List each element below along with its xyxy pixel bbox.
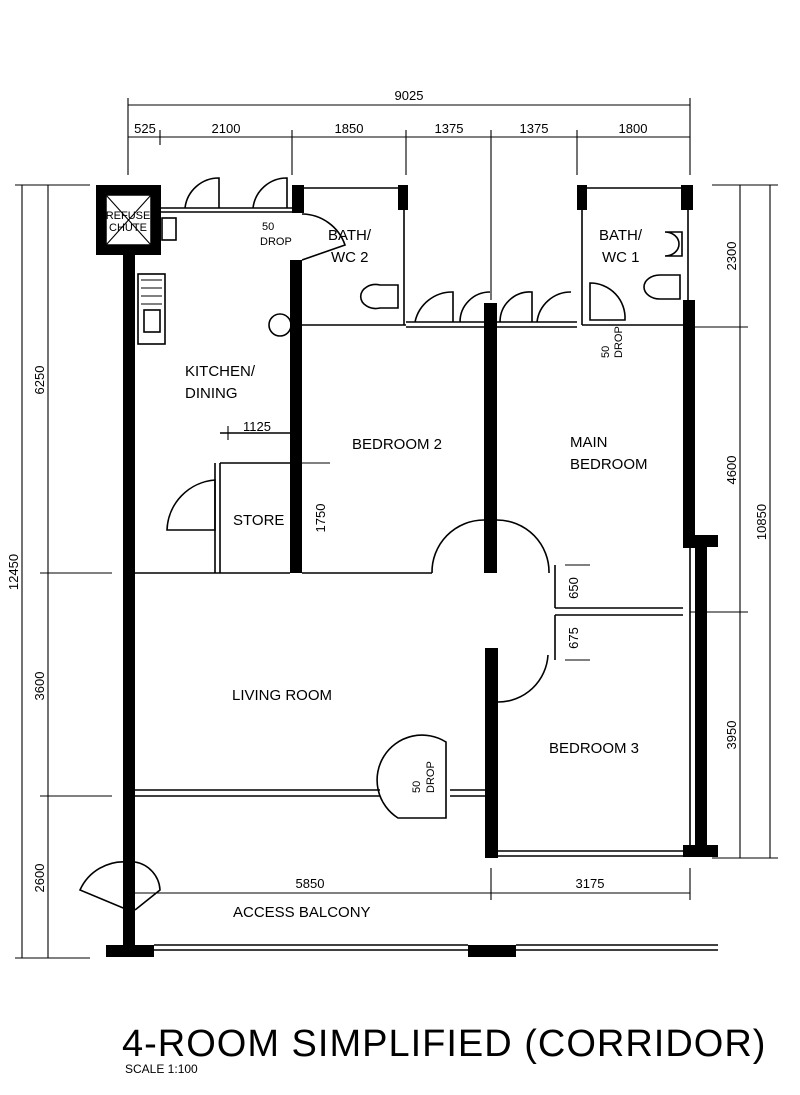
- store-label: STORE: [233, 512, 284, 529]
- dim-left-seg-3: 2600: [32, 864, 47, 893]
- dim-store-depth: 1750: [313, 504, 328, 533]
- dim-store-width: 1125: [243, 419, 271, 434]
- refuse-label-2: CHUTE: [109, 222, 147, 234]
- bath2-label-2: WC 2: [331, 249, 369, 266]
- drop-markers: 50 DROP 50 DROP 50 DROP: [260, 221, 625, 793]
- bath1-label-2: WC 1: [602, 249, 640, 266]
- main-bedroom-label-1: MAIN: [570, 434, 608, 451]
- bedroom2-label: BEDROOM 2: [352, 436, 442, 453]
- kitchen-label-1: KITCHEN/: [185, 363, 256, 380]
- dim-right-seg-3: 3950: [724, 721, 739, 750]
- dim-left-seg-1: 6250: [32, 366, 47, 395]
- dim-bottom-seg-2: 3175: [576, 876, 605, 891]
- dim-corridor-upper: 650: [566, 577, 581, 599]
- top-dimensions: 9025 525 2100 1850 1375 1375 1800: [127, 88, 691, 300]
- bath1-label-1: BATH/: [599, 227, 643, 244]
- dim-top-seg-1: 525: [134, 121, 156, 136]
- dim-right-seg-1: 2300: [724, 242, 739, 271]
- dim-left-seg-2: 3600: [32, 672, 47, 701]
- bottom-dimensions: 5850 3175: [128, 868, 691, 900]
- bath1-drop-text: DROP: [613, 326, 625, 358]
- plan-scale: SCALE 1:100: [125, 1062, 198, 1076]
- bedroom3-label: BEDROOM 3: [549, 740, 639, 757]
- structural-walls: [96, 185, 718, 957]
- dim-top-seg-5: 1375: [520, 121, 549, 136]
- dim-right-total: 10850: [754, 504, 769, 540]
- dim-corridor-lower: 675: [566, 627, 581, 649]
- refuse-label-1: REFUSE: [106, 210, 151, 222]
- dim-top-total: 9025: [395, 88, 424, 103]
- living-drop-value: 50: [411, 781, 423, 793]
- dim-top-seg-3: 1850: [335, 121, 364, 136]
- dim-top-seg-2: 2100: [212, 121, 241, 136]
- refuse-chute: REFUSE CHUTE: [106, 210, 151, 234]
- bath1-drop-value: 50: [600, 346, 612, 358]
- dim-left-total: 12450: [6, 554, 21, 590]
- kitchen-label-2: DINING: [185, 385, 238, 402]
- bath2-label-1: BATH/: [328, 227, 372, 244]
- living-room-label: LIVING ROOM: [232, 687, 332, 704]
- dim-right-seg-2: 4600: [724, 456, 739, 485]
- bath2-drop-text: DROP: [260, 236, 292, 248]
- dim-top-seg-4: 1375: [435, 121, 464, 136]
- plan-title: 4-ROOM SIMPLIFIED (CORRIDOR): [122, 1023, 766, 1065]
- dim-top-seg-6: 1800: [619, 121, 648, 136]
- right-dimensions: 10850 2300 4600 3950: [690, 184, 778, 859]
- living-drop-text: DROP: [425, 761, 437, 793]
- bath2-drop-value: 50: [262, 221, 274, 233]
- left-dimensions: 12450 6250 3600 2600: [6, 184, 112, 959]
- main-bedroom-label-2: BEDROOM: [570, 456, 648, 473]
- inner-dimensions: 1125 1750 650 675: [227, 419, 590, 661]
- dim-bottom-seg-1: 5850: [296, 876, 325, 891]
- access-balcony-label: ACCESS BALCONY: [233, 904, 371, 921]
- fixtures: [137, 217, 683, 345]
- doors: [78, 177, 626, 912]
